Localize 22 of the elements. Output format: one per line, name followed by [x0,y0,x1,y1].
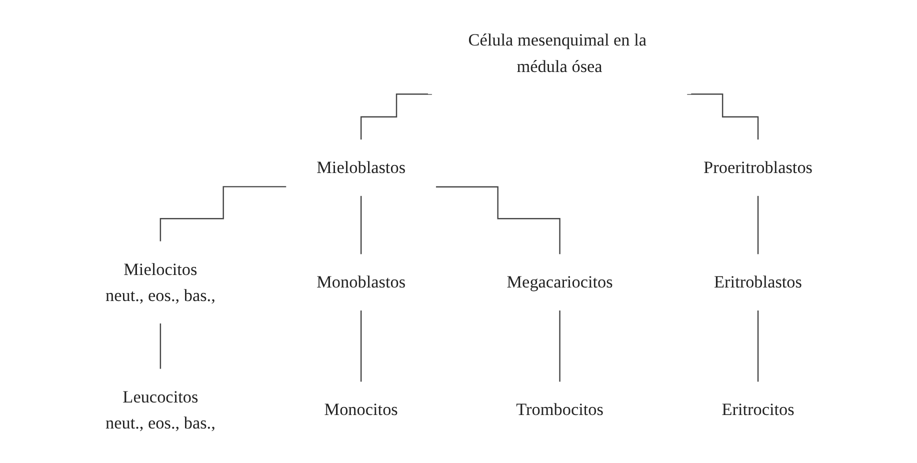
connector [435,186,560,255]
node-text: Trombocitos [516,400,603,420]
node-text: Célula mesenquimal en la médula ósea [468,30,646,76]
connector [756,195,758,255]
node-text: Mielocitos neut., eos., bas., [104,260,215,305]
node-text: Leucocitos neut., eos., bas., [104,387,215,432]
connector [360,195,362,255]
cell-lineage-diagram: Célula mesenquimal en la médula ósea Mieloblastos Proeritroblastos Mielocitos neut., eos., bas., Monoblastos Megacariocitos Eritroblastos Leucocitos neut., eos., bas., Monocitos Trombocitos Eritrocitos [66,4,850,459]
connector [159,322,161,370]
node-text: Mieloblastos [316,158,406,178]
connector [558,310,560,382]
node-text: Monoblastos [316,272,406,292]
connector [756,310,758,382]
node-text: Monocitos [324,400,398,420]
connector [360,310,362,382]
node-text: Eritroblastos [714,272,802,292]
connector [159,186,286,242]
connector [686,93,758,140]
connector [360,93,432,140]
node-text: Proeritroblastos [703,158,812,178]
node-text: Eritrocitos [721,400,794,420]
node-text: Megacariocitos [506,272,612,292]
